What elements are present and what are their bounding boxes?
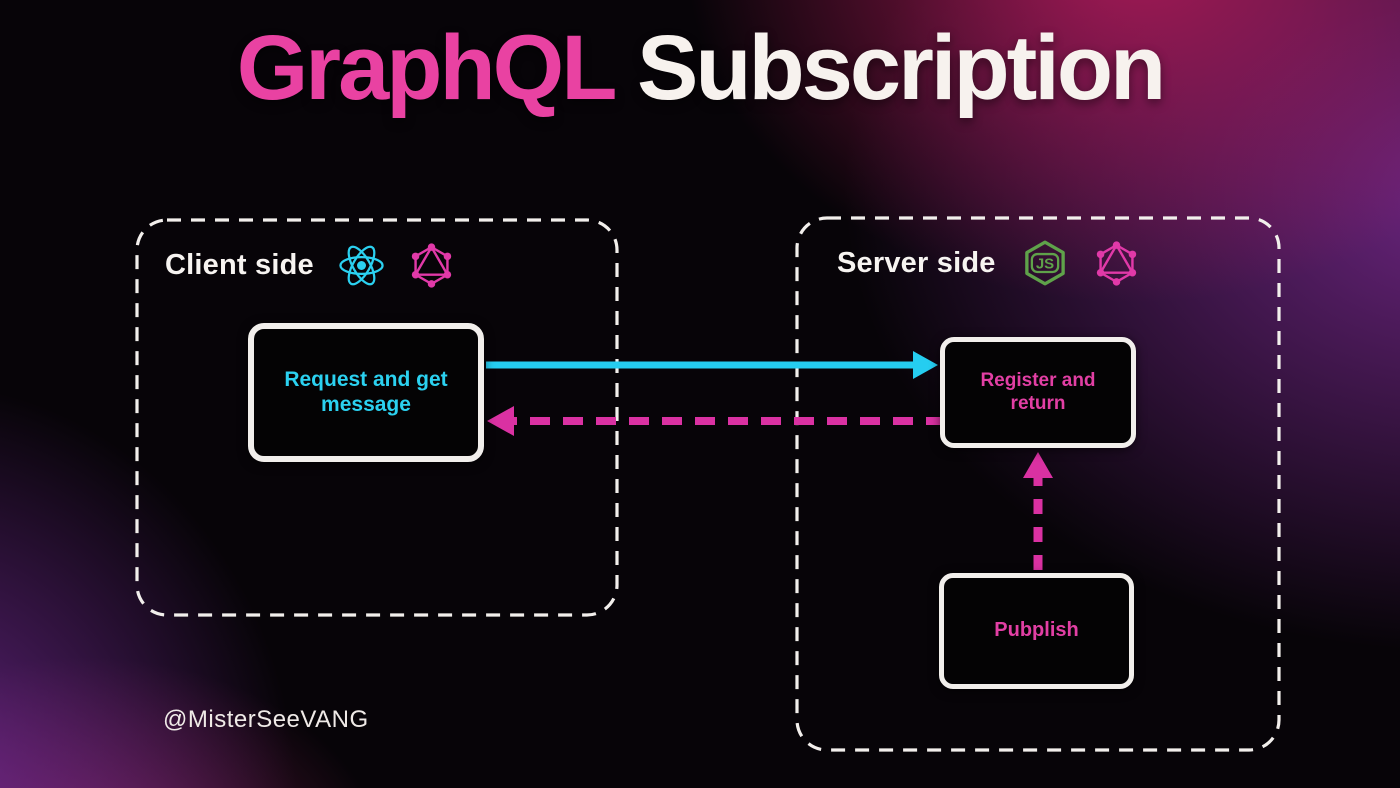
publish-node-label: Pubplish [994, 619, 1079, 642]
graphql-icon [411, 243, 452, 288]
publish-node: Pubplish [939, 573, 1134, 689]
register-node: Register and return [940, 337, 1136, 448]
register-node-label: Register and return [980, 370, 1096, 414]
client-panel-label: Client side [165, 249, 314, 281]
request-node-label: Request and get message [284, 367, 448, 416]
request-node: Request and get message [248, 323, 484, 462]
server-panel: Server side JS [797, 218, 1279, 750]
nodejs-icon-text: JS [1035, 256, 1053, 273]
client-panel-header: Client side [137, 220, 617, 289]
server-panel-label: Server side [837, 246, 996, 279]
title-space [614, 17, 637, 119]
title-graphql: GraphQL [236, 17, 618, 119]
nodejs-icon: JS [1024, 240, 1065, 286]
graphql-icon [1096, 240, 1136, 286]
server-panel-header: Server side JS [797, 218, 1279, 288]
watermark: @MisterSeeVANG [163, 706, 369, 733]
page-title: GraphQL Subscription [0, 17, 1400, 119]
client-panel: Client side [137, 220, 617, 615]
react-icon [339, 245, 384, 286]
title-subscription: Subscription [637, 17, 1166, 119]
